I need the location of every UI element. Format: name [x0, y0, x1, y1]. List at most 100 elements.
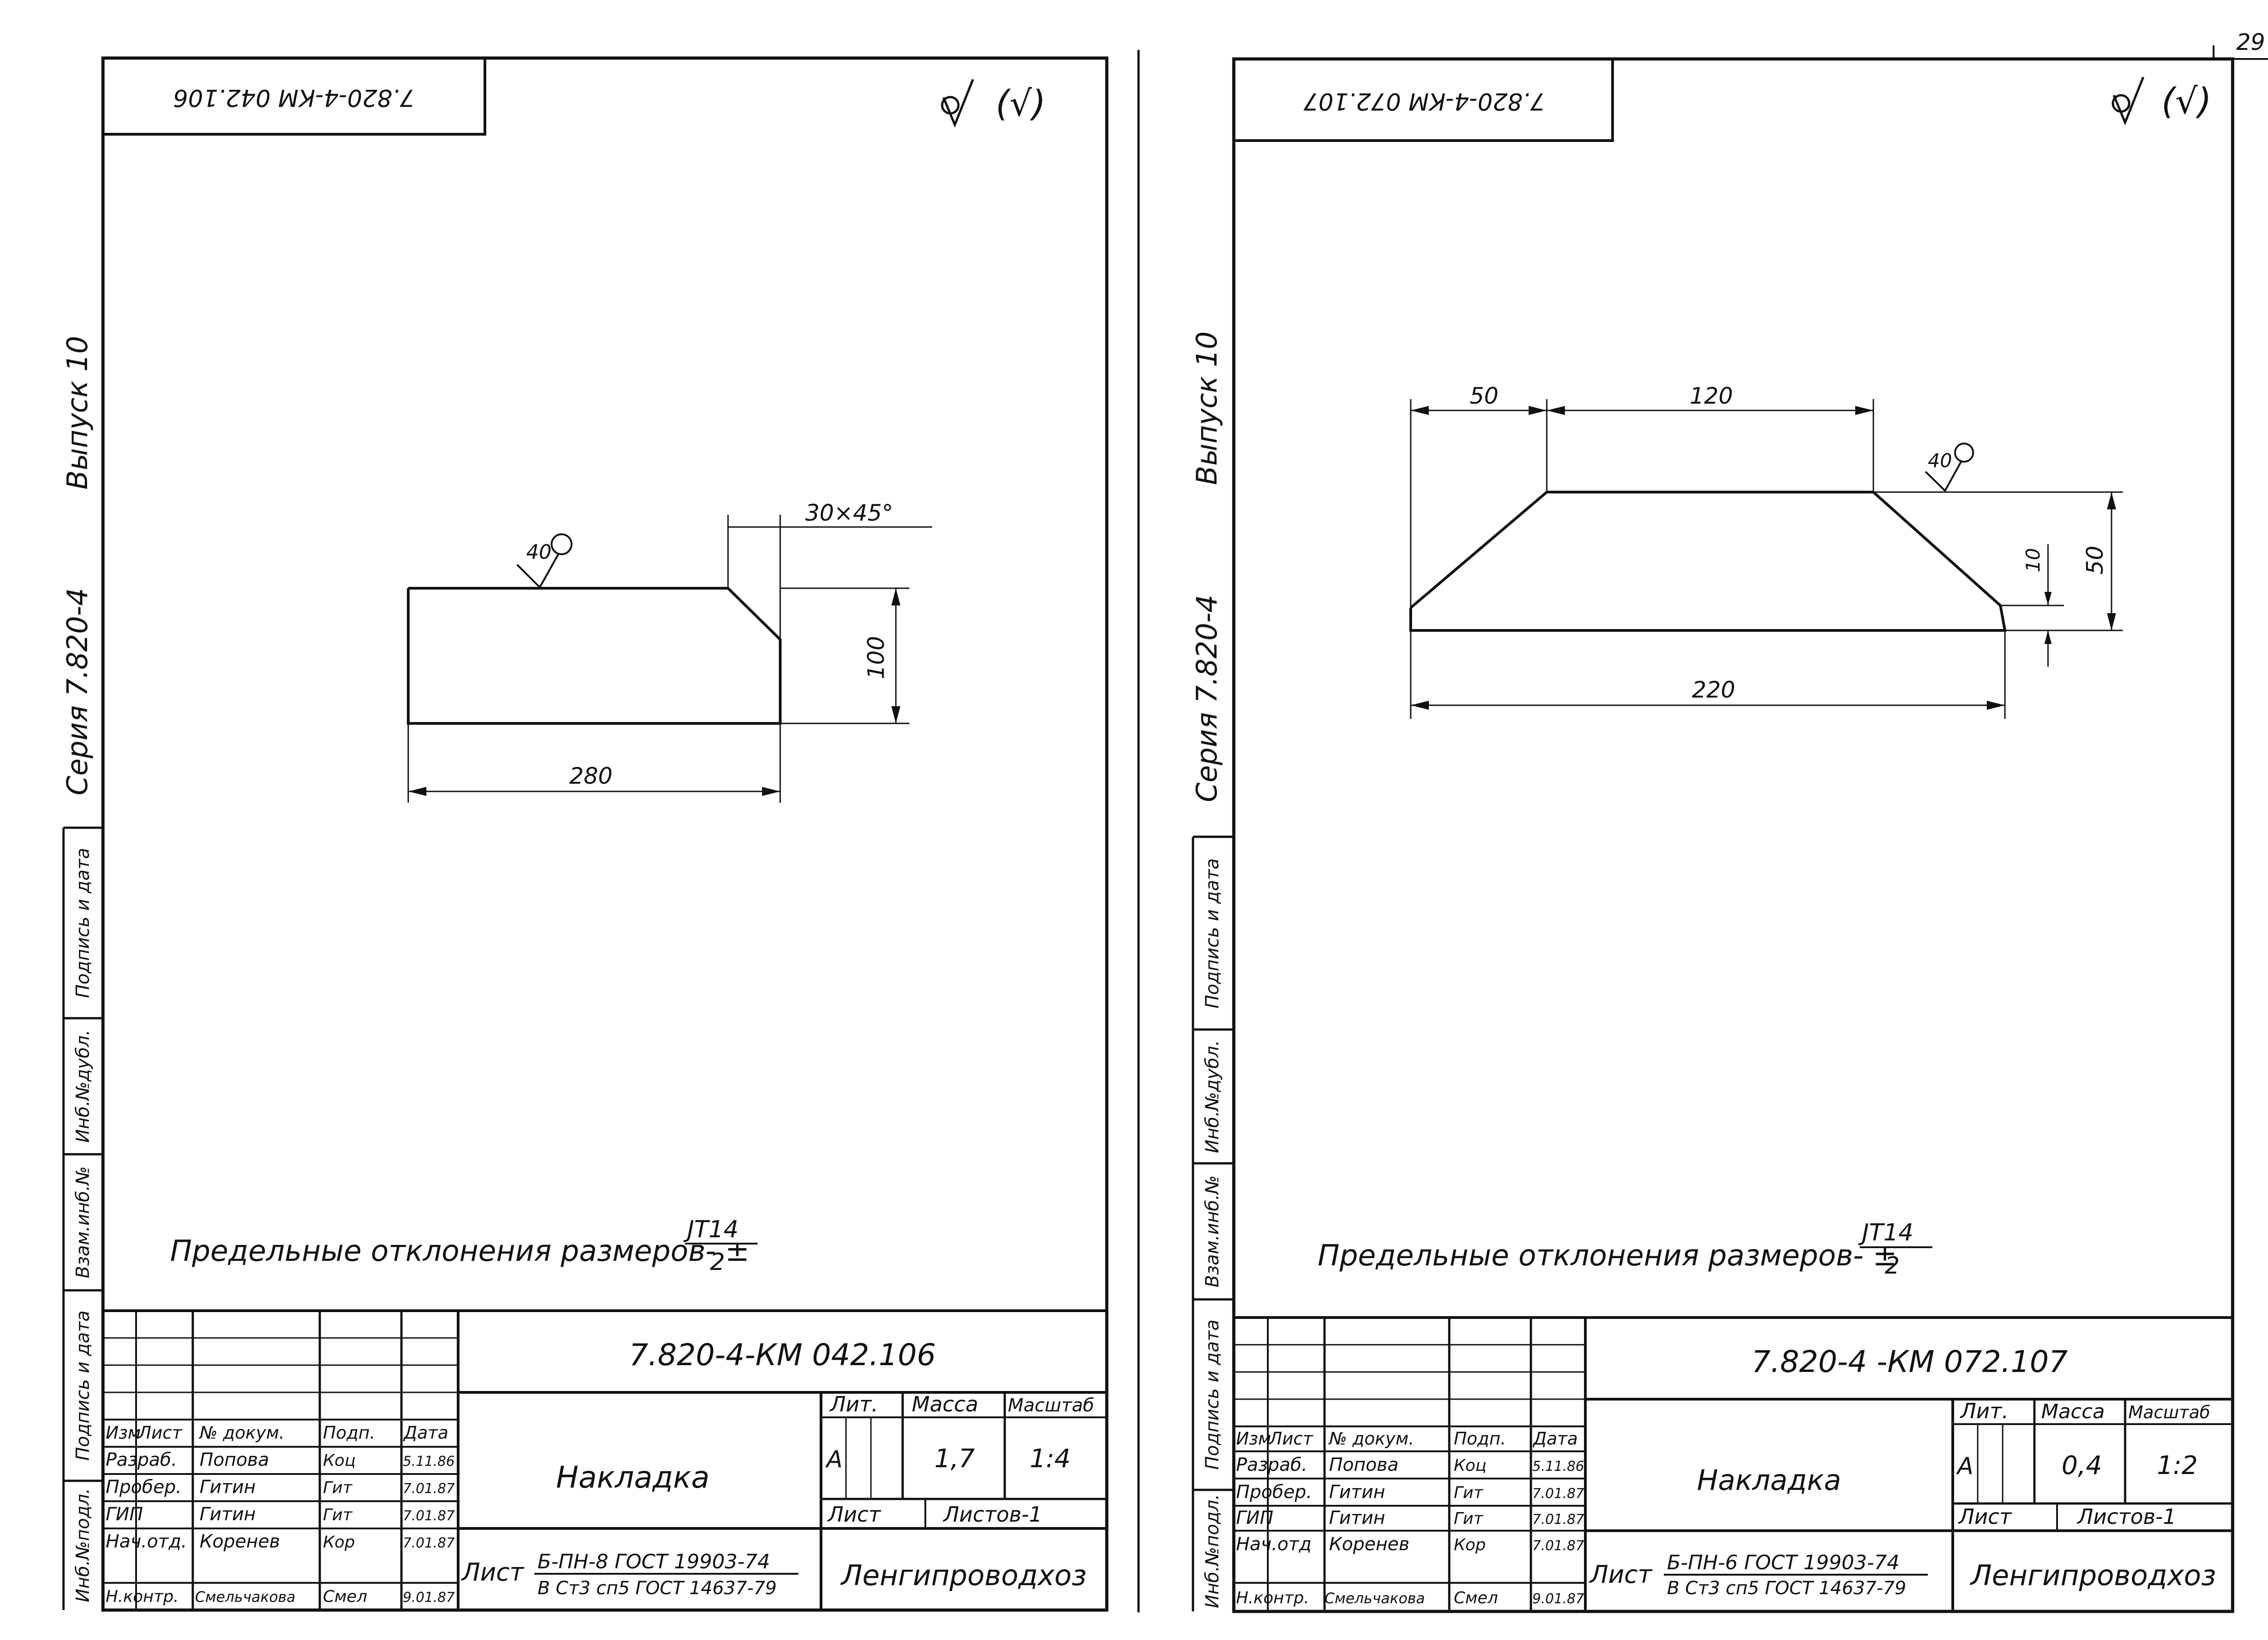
left-tolerance-numerator: ЈТ14	[683, 1216, 738, 1243]
left-dim-chamfer: 30×45°	[805, 500, 893, 526]
right-lit-label: Лит.	[1960, 1399, 2009, 1423]
right-signature-1: Гит	[1454, 1484, 1483, 1502]
left-hdr-doc: № докум.	[199, 1423, 284, 1443]
left-roughness-value: 40	[526, 541, 552, 564]
right-side-inv-orig: Инб.№подл.	[1202, 1494, 1223, 1608]
right-side-sign-date-2: Подпись и дата	[1202, 858, 1223, 1008]
left-lit-value: А	[825, 1446, 843, 1473]
left-signature-2: Гит	[323, 1506, 352, 1524]
left-person-1: Гитин	[200, 1477, 256, 1498]
right-tolerance-numerator: ЈТ14	[1858, 1219, 1913, 1246]
left-side-issue: Выпуск 10	[61, 336, 94, 490]
right-hdr-sign: Подп.	[1454, 1429, 1506, 1449]
left-role-3: Нач.отд.	[106, 1531, 187, 1552]
right-frame	[1232, 57, 2234, 1613]
right-role-0: Разраб.	[1236, 1455, 1307, 1475]
right-part-name: Накладка	[1697, 1464, 1841, 1497]
left-dim-length: 280	[569, 763, 612, 789]
right-mass-label: Масса	[2041, 1400, 2105, 1423]
right-lit-value: А	[1956, 1453, 1974, 1480]
right-date-1: 7.01.87	[1532, 1486, 1584, 1502]
left-date-2: 7.01.87	[403, 1508, 455, 1524]
right-hdr-date: Дата	[1532, 1429, 1578, 1449]
left-signature-1: Гит	[323, 1479, 352, 1497]
right-roughness-value: 40	[1928, 449, 1952, 472]
left-sheet-label: Лист	[827, 1502, 881, 1527]
left-hdr-date: Дата	[403, 1423, 448, 1443]
left-side-inv-dup: Инб.№дубл.	[73, 1030, 93, 1142]
left-person-4: Смельчакова	[195, 1588, 295, 1606]
right-scale-value: 1:2	[2157, 1451, 2198, 1480]
right-hdr-izm: Изм	[1236, 1429, 1271, 1449]
left-part-name: Накладка	[556, 1460, 710, 1495]
left-signature-0: Коц	[323, 1451, 356, 1470]
right-material-bottom: В Ст3 сп5 ГОСТ 14637-79	[1667, 1578, 1906, 1599]
right-side-replace-inv: Взам.инб.№	[1202, 1175, 1223, 1287]
right-drawing-sheet: 7.820-4-КМ 072.107 (√) Инб.№подл. Подпис…	[1190, 57, 2234, 1613]
right-person-1: Гитин	[1329, 1482, 1385, 1503]
right-signature-4: Смел	[1454, 1589, 1498, 1607]
left-signature-3: Кор	[323, 1533, 355, 1552]
right-tolerance-denominator: 2	[1885, 1252, 1900, 1279]
left-frame	[101, 56, 1109, 1612]
right-designation: 7.820-4 -КМ 072.107	[1751, 1344, 2068, 1379]
right-signature-2: Гит	[1454, 1509, 1483, 1528]
left-drawing-sheet: 7.820-4-КМ 042.106 (√) Инб.№подл. Подпис…	[61, 56, 1109, 1612]
left-material-top: Б-ПН-8 ГОСТ 19903-74	[538, 1550, 770, 1573]
right-role-3: Нач.отд	[1236, 1534, 1311, 1555]
left-designation: 7.820-4-КМ 042.106	[629, 1337, 936, 1372]
right-side-issue: Выпуск 10	[1190, 332, 1223, 485]
right-date-4: 9.01.87	[1532, 1591, 1584, 1607]
left-person-0: Попова	[200, 1450, 269, 1470]
right-side-inv-dup: Инб.№дубл.	[1202, 1040, 1223, 1153]
left-stamp-rotated: 7.820-4-КМ 042.106	[173, 84, 415, 111]
right-organization: Ленгипроводхоз	[1970, 1559, 2216, 1592]
right-person-0: Попова	[1329, 1455, 1398, 1475]
left-mass-label: Масса	[912, 1392, 978, 1416]
left-date-3: 7.01.87	[403, 1535, 455, 1551]
left-roughness-general: (√)	[996, 83, 1046, 124]
left-hdr-izm: Изм	[106, 1423, 141, 1443]
left-organization: Ленгипроводхоз	[841, 1559, 1087, 1592]
right-material-top: Б-ПН-6 ГОСТ 19903-74	[1667, 1551, 1900, 1574]
right-stamp-box	[1232, 58, 1614, 142]
right-signature-3: Кор	[1454, 1536, 1486, 1554]
left-scale-label: Масштаб	[1008, 1395, 1094, 1416]
right-sheet-label: Лист	[1958, 1504, 2012, 1529]
right-dim-height: 50	[2082, 546, 2108, 575]
left-date-0: 5.11.86	[403, 1454, 455, 1469]
right-roughness-icon	[2112, 77, 2145, 126]
left-role-1: Пробер.	[106, 1477, 181, 1498]
right-dim-edge: 10	[2022, 548, 2044, 572]
right-dim-top-mid: 120	[1690, 383, 1733, 409]
right-side-series: Серия 7.820-4	[1190, 595, 1223, 802]
left-side-sign-date-2: Подпись и дата	[73, 848, 93, 998]
right-date-3: 7.01.87	[1532, 1538, 1584, 1554]
left-tolerance-note: Предельные отклонения размеров- ±	[170, 1235, 749, 1268]
right-part-drawing: 50 120 50 10 220 40	[1409, 383, 2123, 719]
left-person-3: Коренев	[200, 1531, 280, 1552]
right-title-block: Изм Лист № докум. Подп. Дата Разраб. Поп…	[1234, 1316, 2233, 1611]
left-part-drawing: 30×45° 100 280 40	[407, 500, 932, 803]
left-dim-height: 100	[863, 636, 890, 679]
left-hdr-list: Лист	[137, 1423, 183, 1443]
left-date-4: 9.01.87	[403, 1590, 455, 1606]
left-sheets-label: Листов-1	[943, 1502, 1042, 1527]
right-dim-length: 220	[1692, 677, 1735, 703]
left-side-sign-date-1: Подпись и дата	[73, 1310, 93, 1460]
left-role-2: ГИП	[106, 1504, 143, 1525]
right-role-4: Н.контр.	[1236, 1589, 1309, 1607]
left-role-4: Н.контр.	[106, 1587, 179, 1606]
right-person-3: Коренев	[1329, 1534, 1409, 1555]
left-mass-value: 1,7	[934, 1444, 975, 1474]
left-stamp-box	[102, 57, 486, 136]
right-date-2: 7.01.87	[1532, 1512, 1584, 1528]
left-tolerance-denominator: 2	[710, 1249, 725, 1276]
right-sheets-label: Листов-1	[2077, 1504, 2176, 1529]
left-person-2: Гитин	[200, 1504, 256, 1525]
right-date-0: 5.11.86	[1532, 1459, 1584, 1474]
left-date-1: 7.01.87	[403, 1481, 455, 1497]
right-hdr-doc: № докум.	[1328, 1429, 1414, 1449]
right-material-prefix: Лист	[1589, 1560, 1652, 1589]
